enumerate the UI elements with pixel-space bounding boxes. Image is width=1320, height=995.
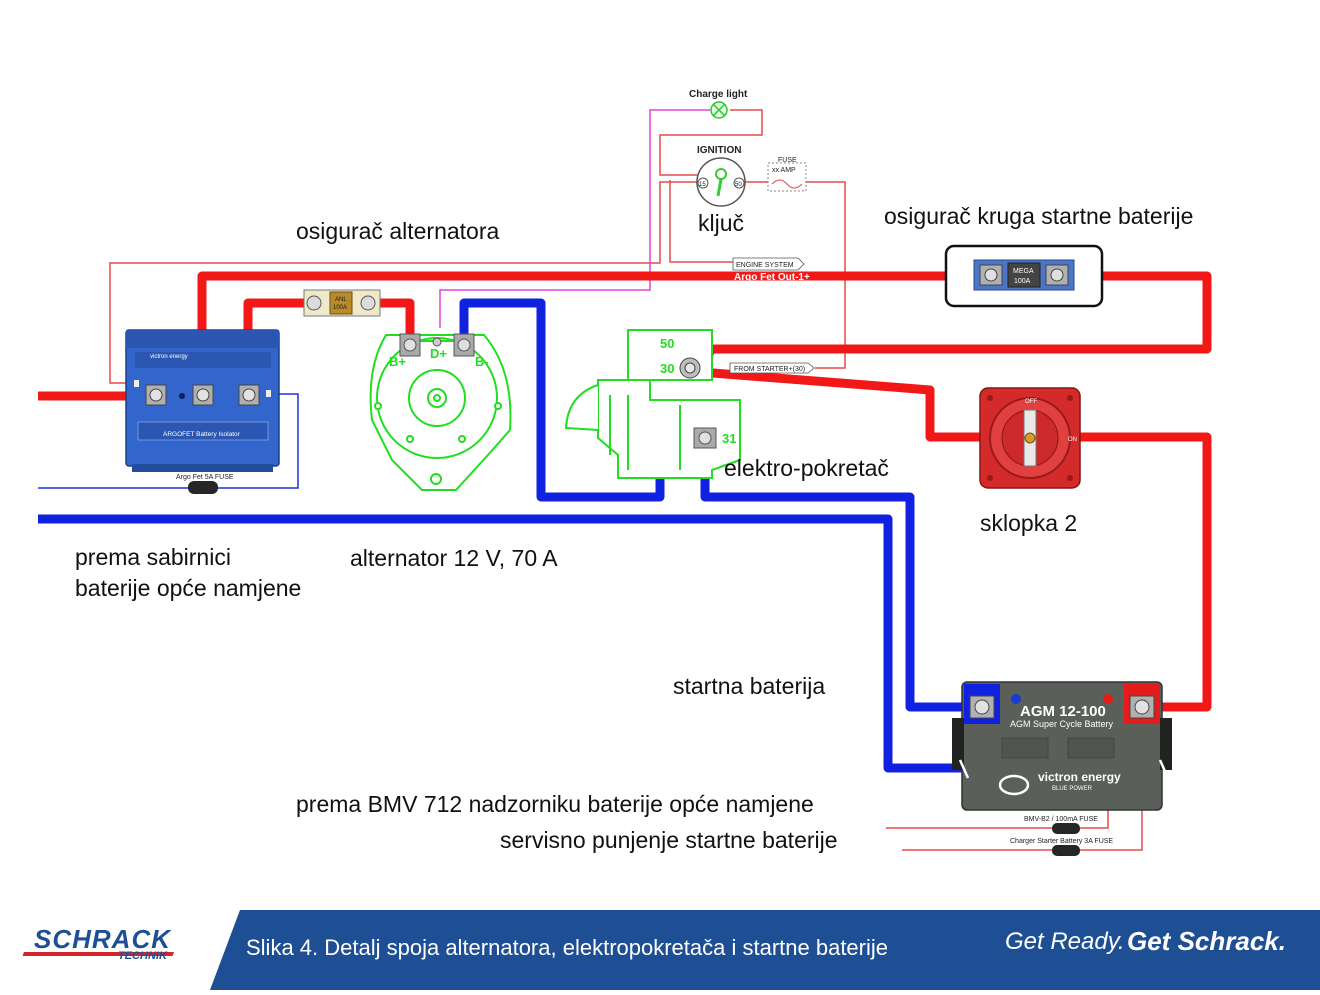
label-service-charge: servisno punjenje startne baterije	[500, 827, 838, 853]
battery-switch-2: OFF ON	[979, 387, 1081, 489]
footer-bar: SCHRACK TECHNIK Slika 4. Detalj spoja al…	[0, 910, 1320, 990]
alternator-dplus: D+	[430, 346, 447, 361]
label-alternator: alternator 12 V, 70 A	[350, 545, 558, 571]
ignition-switch: IGNITION 15 50	[696, 145, 746, 207]
footer-caption-area	[210, 910, 1320, 990]
starter-terminal-50: 50	[660, 336, 674, 351]
switch-off-label: OFF	[1025, 399, 1037, 405]
agm-battery: AGM 12-100 AGM Super Cycle Battery victr…	[952, 681, 1172, 811]
mega-fuse-value: 100A	[1014, 278, 1031, 285]
isolator-name: ARGOFET Battery Isolator	[163, 431, 241, 438]
slogan-get-ready: Get Ready.	[1005, 928, 1125, 955]
label-to-bmv: prema BMV 712 nadzorniku baterije opće n…	[296, 791, 814, 817]
mega-fuse: MEGA 100A	[944, 244, 1104, 308]
schrack-logo: SCHRACK	[34, 924, 171, 954]
label-key: ključ	[698, 210, 745, 236]
argo-fet-fuse: Argo Fet 5A FUSE	[176, 474, 234, 494]
charger-fuse-label: Charger Starter Battery 3A FUSE	[1010, 838, 1113, 845]
isolator-terminal-out2	[238, 384, 260, 406]
ignition-label: IGNITION	[697, 145, 741, 156]
wire-charge-light-to-ignition	[659, 109, 763, 176]
control-fuse-title: FUSE	[778, 157, 797, 164]
label-start-battery: startna baterija	[673, 673, 826, 699]
argofet-isolator: victron energy ARGOFET Battery Isolator	[125, 329, 280, 472]
isolator-brand: victron energy	[150, 354, 188, 360]
bmv-fuse-label: BMV-B2 / 100mA FUSE	[1024, 816, 1098, 823]
anl-fuse: ANL 100A	[303, 289, 381, 317]
wire-isolator-neg-argo-fuse	[38, 393, 299, 489]
label-to-busbar-1: prema sabirnici	[75, 544, 231, 570]
charge-light-label: Charge light	[689, 89, 748, 100]
control-fuse-value: xx AMP	[772, 167, 796, 174]
label-alternator-fuse: osigurač alternatora	[296, 218, 500, 244]
battery-fuses: BMV-B2 / 100mA FUSE Charger Starter Batt…	[1010, 816, 1113, 856]
label-switch-2: sklopka 2	[980, 510, 1078, 536]
battery-type: AGM Super Cycle Battery	[1010, 719, 1114, 729]
cable-busbar-negative	[38, 514, 975, 773]
tag-engine-system: ENGINE SYSTEM	[736, 262, 794, 269]
schrack-logo-sub: TECHNIK	[118, 950, 167, 962]
tag-from-starter: FROM STARTER+(30)	[734, 366, 805, 373]
slogan-get-schrack: Get Schrack.	[1127, 926, 1286, 956]
cable-anl-to-bplus	[373, 298, 415, 340]
battery-brand: victron energy	[1038, 770, 1121, 784]
cable-isolator-to-starter-fuse	[197, 271, 1212, 390]
cable-starter-to-switch	[699, 367, 980, 442]
label-to-busbar-2: baterije opće namjene	[75, 575, 302, 601]
switch-on-label: ON	[1068, 437, 1077, 443]
tag-argo-out: Argo Fet Out-1+	[734, 272, 810, 283]
control-fuse: FUSE xx AMP	[767, 157, 807, 192]
isolator-terminal-out1	[192, 384, 214, 406]
mega-fuse-brand: MEGA	[1013, 268, 1034, 275]
battery-sub: BLUE POWER	[1052, 786, 1093, 792]
starter-motor	[564, 329, 741, 479]
battery-model: AGM 12-100	[1020, 703, 1106, 720]
starter-terminal-30: 30	[660, 361, 674, 376]
isolator-terminal-input	[145, 384, 167, 406]
starter-terminals: 50 30 31	[660, 336, 736, 449]
argo-fuse-label: Argo Fet 5A FUSE	[176, 474, 234, 481]
label-starter-fuse: osigurač kruga startne baterije	[884, 203, 1194, 229]
starter-terminal-31: 31	[722, 431, 736, 446]
wire-isolator-to-engine-system	[109, 181, 700, 384]
cable-switch-to-battery	[1080, 432, 1212, 712]
alternator	[369, 334, 512, 491]
ignition-terminal-15: 15	[699, 182, 706, 188]
wire-charge-light-to-d-plus	[439, 109, 710, 328]
alternator-terminals: B+ D+ B-	[389, 333, 489, 369]
ignition-terminal-50: 50	[735, 182, 742, 188]
alternator-bminus: B-	[475, 354, 489, 369]
wire-tags: ENGINE SYSTEM Argo Fet Out-1+ FROM START…	[729, 257, 815, 374]
alternator-bplus: B+	[389, 354, 406, 369]
anl-fuse-brand: ANL	[335, 297, 347, 303]
charge-light: Charge light	[689, 89, 748, 119]
label-starter-motor: elektro-pokretač	[724, 455, 889, 481]
figure-caption: Slika 4. Detalj spoja alternatora, elekt…	[246, 935, 889, 960]
cable-starter-negative	[700, 445, 980, 712]
anl-fuse-value: 100A	[333, 305, 347, 311]
footer-logo-area: SCHRACK TECHNIK	[0, 910, 240, 990]
